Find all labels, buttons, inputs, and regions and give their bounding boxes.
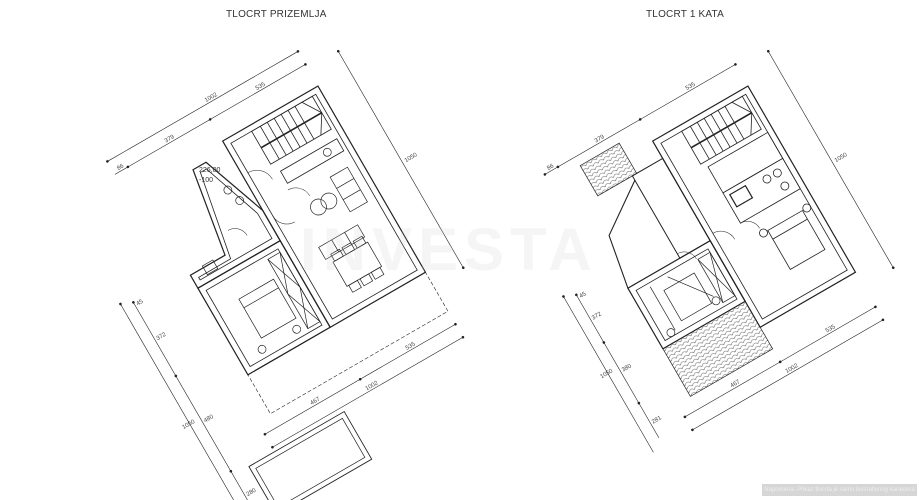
- dim-left-a: 45: [136, 299, 145, 308]
- dim-left-b: 372: [156, 332, 168, 343]
- dim-left-b: 372: [591, 311, 603, 322]
- dim-left-e: 280: [246, 487, 258, 498]
- footer-note: Napomena: Prikaz tlocrta je samo ilustra…: [762, 484, 917, 496]
- dim-right-total: 1050: [404, 152, 419, 164]
- dim-bottom-total: 1002: [365, 380, 380, 392]
- dim-left-c: 1050: [600, 368, 615, 380]
- dim-bottom-a: 467: [730, 379, 742, 390]
- dim-bottom-b: 535: [825, 324, 837, 335]
- ground-floor-title: TLOCRT PRIZEMLJA: [226, 9, 327, 20]
- dim-top-c: 535: [685, 81, 697, 92]
- dim-left-d: 380: [621, 363, 633, 374]
- level-offset: -100: [199, 177, 213, 184]
- dim-left-c: 1050: [182, 419, 197, 431]
- first-floor-title: TLOCRT 1 KATA: [646, 9, 724, 20]
- dim-bottom-a: 467: [310, 396, 322, 407]
- dim-bottom-b: 535: [405, 341, 417, 352]
- level-elevation: 226,00: [199, 167, 221, 174]
- dim-top-a: 86: [546, 163, 555, 172]
- dim-top-total: 1002: [204, 92, 219, 104]
- watermark: INVESTA: [300, 216, 598, 283]
- dim-top-b: 379: [594, 134, 606, 145]
- dim-left-d: 480: [203, 414, 215, 425]
- dim-top-c: 535: [255, 81, 267, 92]
- dim-left-e: 281: [651, 415, 663, 426]
- dim-top-a: 86: [116, 163, 125, 172]
- dim-left-a: 45: [579, 291, 588, 300]
- dim-top-b: 379: [164, 134, 176, 145]
- first-floor-plan: 86 379 535 1050 467 535 1002 45 372 1050…: [543, 49, 895, 453]
- dim-right-total: 1050: [834, 152, 849, 164]
- dim-bottom-total: 1002: [785, 363, 800, 375]
